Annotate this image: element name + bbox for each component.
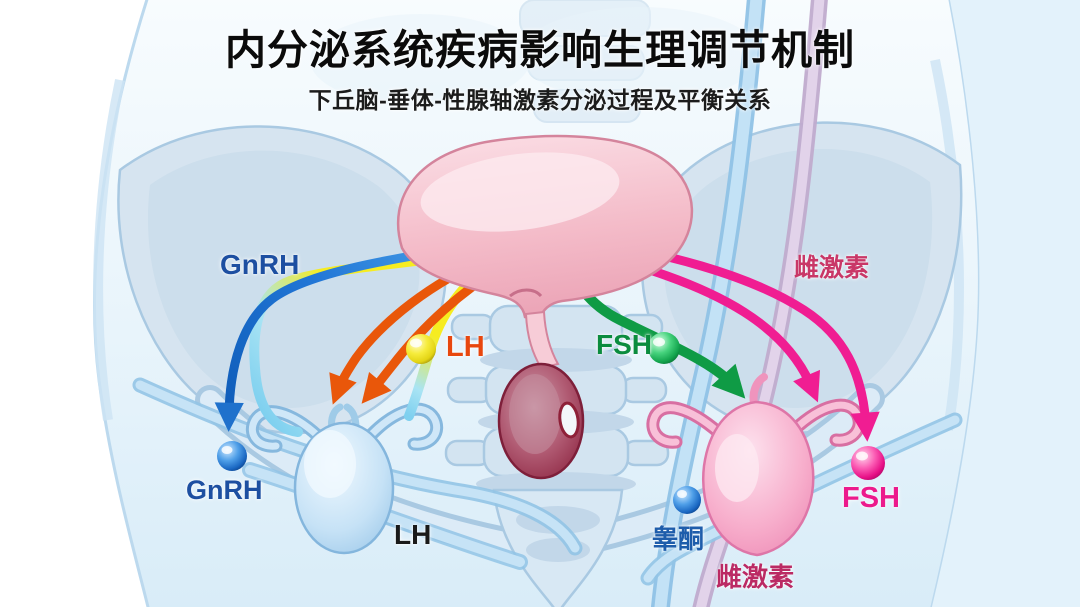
label-estrogen-top: 雌激素	[794, 254, 870, 282]
fsh-dot	[648, 332, 680, 364]
pituitary-stalk	[524, 310, 560, 370]
lh-dot	[406, 334, 436, 364]
ovary-left-gland	[245, 402, 444, 555]
fsh-bottom-dot	[851, 446, 885, 480]
label-fsh-top: FSH	[596, 329, 652, 360]
upper-spine	[310, 0, 760, 123]
gnrh-dot	[217, 441, 247, 471]
hypothalamus-gland	[396, 134, 694, 321]
torso-right-margin	[931, 0, 1080, 607]
label-lh-bottom: LH	[394, 519, 432, 550]
hormone-spheres	[217, 332, 885, 514]
label-gnrh-top: GnRH	[220, 249, 300, 280]
testosterone-dot	[673, 486, 701, 514]
poster-subtitle: 下丘脑-垂体-性腺轴激素分泌过程及平衡关系	[308, 87, 772, 113]
hip-contour-left	[93, 78, 125, 421]
poster-title: 内分泌系统疾病影响生理调节机制	[225, 27, 855, 73]
label-estrogen-bottom: 雌激素	[716, 562, 795, 592]
label-testosterone: 睾酮	[652, 524, 705, 554]
hip-contour-right	[930, 58, 964, 431]
label-gnrh-bottom: GnRH	[186, 475, 263, 505]
label-fsh-bottom: FSH	[842, 482, 900, 514]
label-lh-top: LH	[446, 331, 485, 363]
pituitary-gland	[497, 362, 585, 480]
